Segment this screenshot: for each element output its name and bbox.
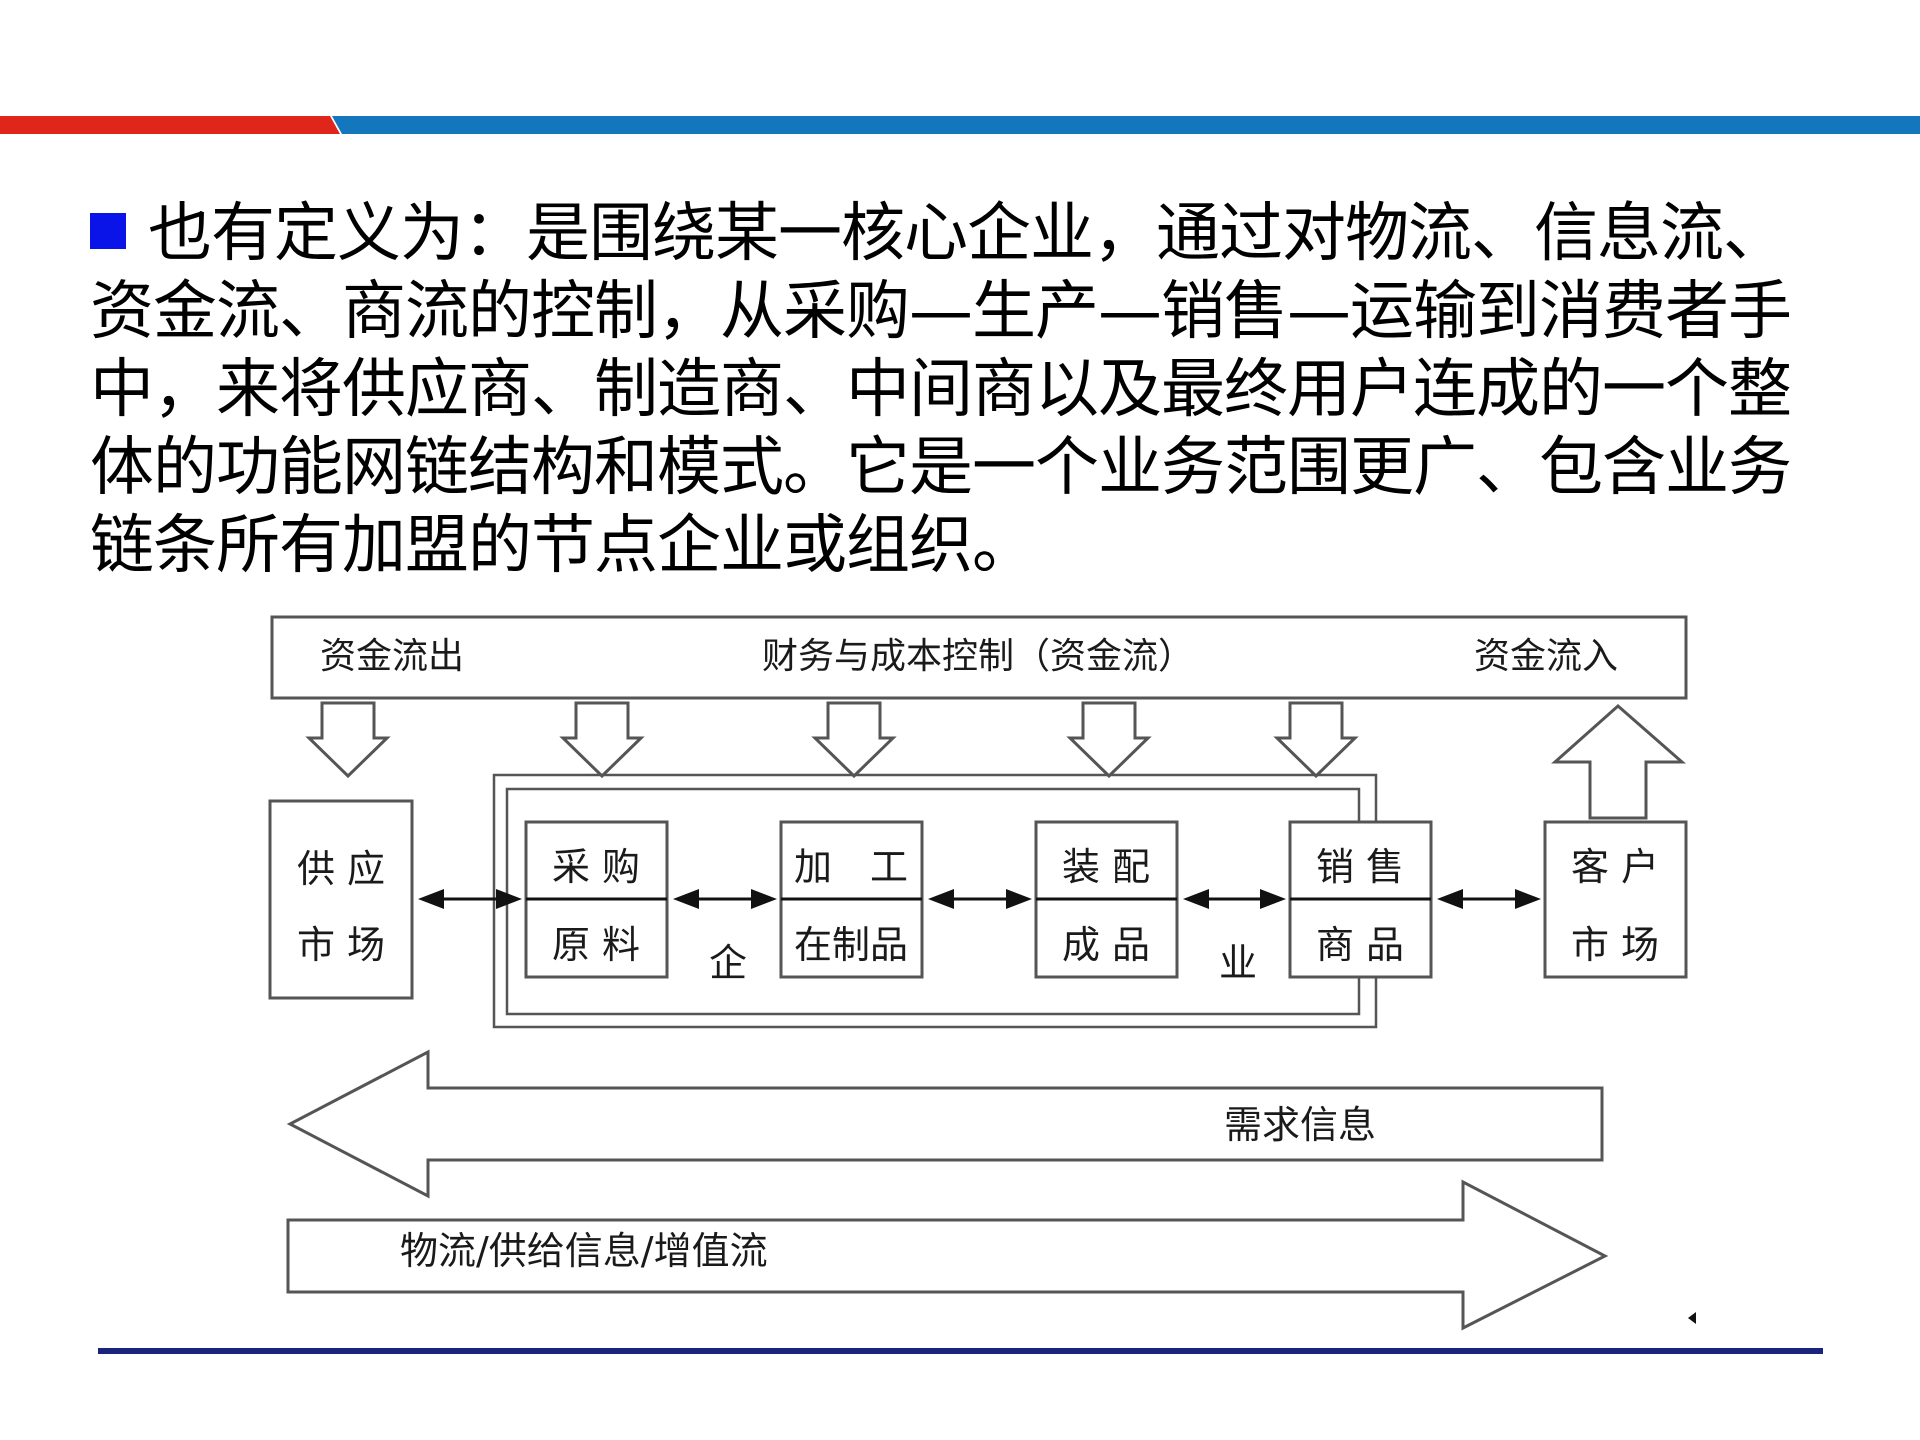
top-accent-bar xyxy=(0,116,1920,134)
top-accent-blue xyxy=(332,116,1920,134)
sales-label: 销 售 xyxy=(1316,845,1404,889)
down-arrow-sales xyxy=(1273,701,1359,779)
finance-control-box xyxy=(270,615,1688,700)
paragraph-line-2: 资金流、商流的控制，从采购—生产—销售—运输到消费者手 xyxy=(90,275,1792,349)
connector-processing-assembly xyxy=(928,889,1032,909)
logistics-flow-arrow xyxy=(286,1179,1609,1331)
supply-market-line-1: 供 应 xyxy=(297,847,385,891)
connector-assembly-sales xyxy=(1183,889,1286,909)
paragraph-line-1: 也有定义为：是围绕某一核心企业，通过对物流、信息流、 xyxy=(90,195,1850,273)
customer-market-box xyxy=(1543,820,1688,979)
down-arrow-assembly xyxy=(1066,701,1152,779)
customer-market-line-1: 客 户 xyxy=(1571,845,1659,889)
paragraph-line-3: 中，来将供应商、制造商、中间商以及最终用户连成的一个整 xyxy=(90,353,1792,427)
enterprise-char-2: 业 xyxy=(1219,941,1257,985)
work-in-process-label: 在制品 xyxy=(794,923,908,967)
raw-materials-label: 原 料 xyxy=(552,923,640,967)
down-arrow-supply xyxy=(305,701,391,779)
down-arrow-purchase xyxy=(559,701,645,779)
paragraph-line-5: 链条所有加盟的节点企业或组织。 xyxy=(90,509,1036,583)
commodities-label: 商 品 xyxy=(1316,923,1404,967)
definition-paragraph: 也有定义为：是围绕某一核心企业，通过对物流、信息流、 资金流、商流的控制，从采购… xyxy=(90,195,1850,585)
finance-control-label: 财务与成本控制（资金流） xyxy=(762,636,1194,677)
finished-goods-label: 成 品 xyxy=(1062,923,1150,967)
customer-market-line-2: 市 场 xyxy=(1571,923,1659,967)
demand-info-label: 需求信息 xyxy=(1224,1103,1376,1147)
connector-sales-customer xyxy=(1437,889,1541,909)
connector-purchase-processing xyxy=(673,889,777,909)
down-arrow-processing xyxy=(811,701,897,779)
bottom-rule xyxy=(98,1348,1823,1354)
paragraph-line-4: 体的功能网链结构和模式。它是一个业务范围更广、包含业务 xyxy=(90,431,1792,505)
connector-supply-purchase xyxy=(418,889,522,909)
enterprise-char-1: 企 xyxy=(709,941,747,985)
top-accent-red xyxy=(0,116,340,134)
cash-inflow-label: 资金流入 xyxy=(1474,636,1618,677)
small-triangle-mark-icon xyxy=(1688,1312,1696,1324)
assembly-label: 装 配 xyxy=(1062,845,1150,889)
supply-market-box xyxy=(268,799,414,1000)
cash-outflow-label: 资金流出 xyxy=(320,636,464,677)
bullet-square-icon xyxy=(90,213,126,249)
supply-market-line-2: 市 场 xyxy=(297,923,385,967)
processing-label: 加 工 xyxy=(794,845,908,889)
purchase-label: 采 购 xyxy=(552,845,640,889)
logistics-flow-label: 物流/供给信息/增值流 xyxy=(400,1229,768,1273)
demand-info-arrow xyxy=(286,1049,1604,1199)
up-arrow-customer xyxy=(1551,704,1686,820)
